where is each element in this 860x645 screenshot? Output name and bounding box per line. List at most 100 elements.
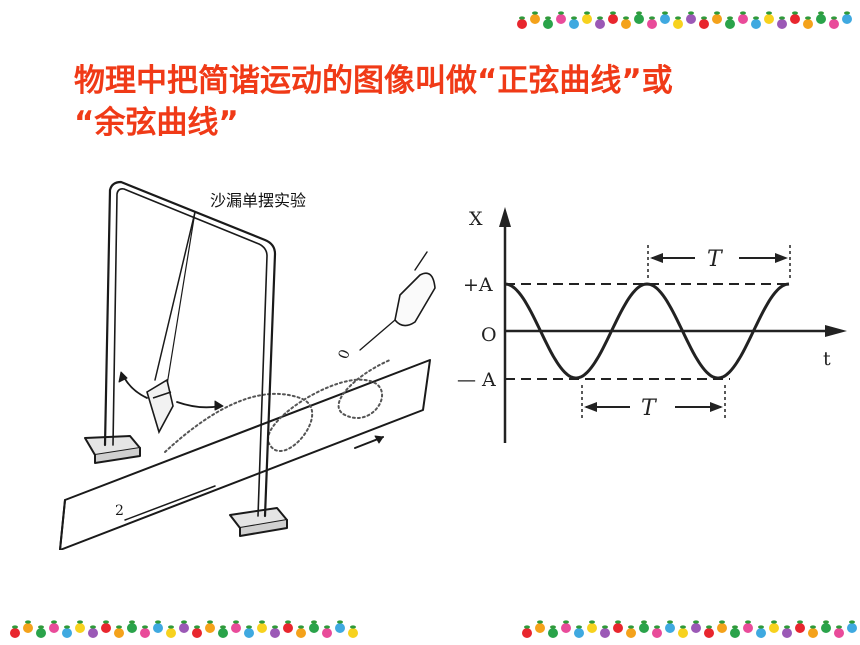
fruit-dot-icon xyxy=(756,625,766,638)
heading-line-2: “余弦曲线” xyxy=(74,105,239,141)
fruit-dot-icon xyxy=(153,620,163,633)
fruit-dot-icon xyxy=(88,625,98,638)
frame-rod xyxy=(103,180,277,518)
fruit-dot-icon xyxy=(283,620,293,633)
decorative-border-bottom-left xyxy=(10,620,358,638)
fruit-dot-icon xyxy=(556,11,566,24)
fruit-dot-icon xyxy=(829,16,839,29)
fruit-dot-icon xyxy=(834,625,844,638)
fruit-dot-icon xyxy=(782,625,792,638)
fruit-dot-icon xyxy=(522,625,532,638)
fruit-dot-icon xyxy=(296,625,306,638)
fruit-dot-icon xyxy=(62,625,72,638)
fruit-dot-icon xyxy=(548,625,558,638)
fruit-dot-icon xyxy=(574,625,584,638)
fruit-dot-icon xyxy=(179,620,189,633)
fruit-dot-icon xyxy=(231,620,241,633)
page-heading: 物理中把简谐运动的图像叫做“正弦曲线”或 “余弦曲线” xyxy=(74,60,814,144)
fruit-dot-icon xyxy=(673,16,683,29)
svg-text:2: 2 xyxy=(115,503,124,519)
fruit-dot-icon xyxy=(847,620,857,633)
x-axis-label: t xyxy=(823,348,831,370)
fruit-dot-icon xyxy=(665,620,675,633)
fruit-dot-icon xyxy=(842,11,852,24)
sand-trace xyxy=(164,359,391,453)
decorative-border-bottom-right xyxy=(522,620,857,638)
fruit-dot-icon xyxy=(621,16,631,29)
fruit-dot-icon xyxy=(608,11,618,24)
x-axis-arrow xyxy=(825,325,847,337)
fruit-dot-icon xyxy=(561,620,571,633)
fruit-dot-icon xyxy=(626,625,636,638)
fruit-dot-icon xyxy=(699,16,709,29)
fruit-dot-icon xyxy=(587,620,597,633)
fruit-dot-icon xyxy=(517,16,527,29)
fruit-dot-icon xyxy=(127,620,137,633)
fruit-dot-icon xyxy=(730,625,740,638)
fruit-dot-icon xyxy=(725,16,735,29)
sine-wave-graph: X t +A O — A T T xyxy=(457,207,847,443)
fruit-dot-icon xyxy=(166,625,176,638)
fruit-dot-icon xyxy=(192,625,202,638)
fruit-dot-icon xyxy=(743,620,753,633)
period-label-bottom: T xyxy=(641,396,658,421)
fruit-dot-icon xyxy=(543,16,553,29)
fruit-dot-icon xyxy=(764,11,774,24)
fruit-dot-icon xyxy=(244,625,254,638)
fruit-dot-icon xyxy=(717,620,727,633)
fruit-dot-icon xyxy=(647,16,657,29)
fruit-dot-icon xyxy=(257,620,267,633)
fruit-dot-icon xyxy=(114,625,124,638)
fruit-dot-icon xyxy=(270,625,280,638)
y-axis-arrow xyxy=(499,207,511,227)
fruit-dot-icon xyxy=(530,11,540,24)
fruit-dot-icon xyxy=(309,620,319,633)
fruit-dot-icon xyxy=(790,11,800,24)
fruit-dot-icon xyxy=(751,16,761,29)
fruit-dot-icon xyxy=(348,625,358,638)
fruit-dot-icon xyxy=(816,11,826,24)
fruit-dot-icon xyxy=(600,625,610,638)
fruit-dot-icon xyxy=(634,11,644,24)
fruit-dot-icon xyxy=(322,625,332,638)
origin-label: O xyxy=(481,324,497,346)
pendulum-apparatus-illustration: 2 0 xyxy=(59,180,436,550)
y-axis-label: X xyxy=(469,208,483,230)
fruit-dot-icon xyxy=(652,625,662,638)
fruit-dot-icon xyxy=(691,620,701,633)
decorative-border-top xyxy=(517,11,852,29)
wave-curve xyxy=(504,282,790,380)
fruit-dot-icon xyxy=(75,620,85,633)
fruit-dot-icon xyxy=(678,625,688,638)
fruit-dot-icon xyxy=(704,625,714,638)
fruit-dot-icon xyxy=(738,11,748,24)
fruit-dot-icon xyxy=(582,11,592,24)
pos-amplitude-label: +A xyxy=(463,274,493,296)
fruit-dot-icon xyxy=(639,620,649,633)
fruit-dot-icon xyxy=(49,620,59,633)
heading-line-1: 物理中把简谐运动的图像叫做“正弦曲线”或 xyxy=(74,63,673,99)
fruit-dot-icon xyxy=(535,620,545,633)
fruit-dot-icon xyxy=(335,620,345,633)
fruit-dot-icon xyxy=(821,620,831,633)
fruit-dot-icon xyxy=(23,620,33,633)
fruit-dot-icon xyxy=(803,16,813,29)
fruit-dot-icon xyxy=(613,620,623,633)
fruit-dot-icon xyxy=(140,625,150,638)
fruit-dot-icon xyxy=(660,11,670,24)
svg-text:0: 0 xyxy=(336,348,354,362)
fruit-dot-icon xyxy=(795,620,805,633)
fruit-dot-icon xyxy=(712,11,722,24)
fruit-dot-icon xyxy=(569,16,579,29)
fruit-dot-icon xyxy=(808,625,818,638)
fruit-dot-icon xyxy=(769,620,779,633)
fruit-dot-icon xyxy=(205,620,215,633)
fruit-dot-icon xyxy=(777,16,787,29)
fruit-dot-icon xyxy=(101,620,111,633)
neg-amplitude-label: — A xyxy=(457,369,496,391)
fruit-dot-icon xyxy=(595,16,605,29)
period-label-top: T xyxy=(707,247,724,272)
fruit-dot-icon xyxy=(36,625,46,638)
fruit-dot-icon xyxy=(10,625,20,638)
apparatus-caption: 沙漏单摆实验 xyxy=(210,191,307,210)
